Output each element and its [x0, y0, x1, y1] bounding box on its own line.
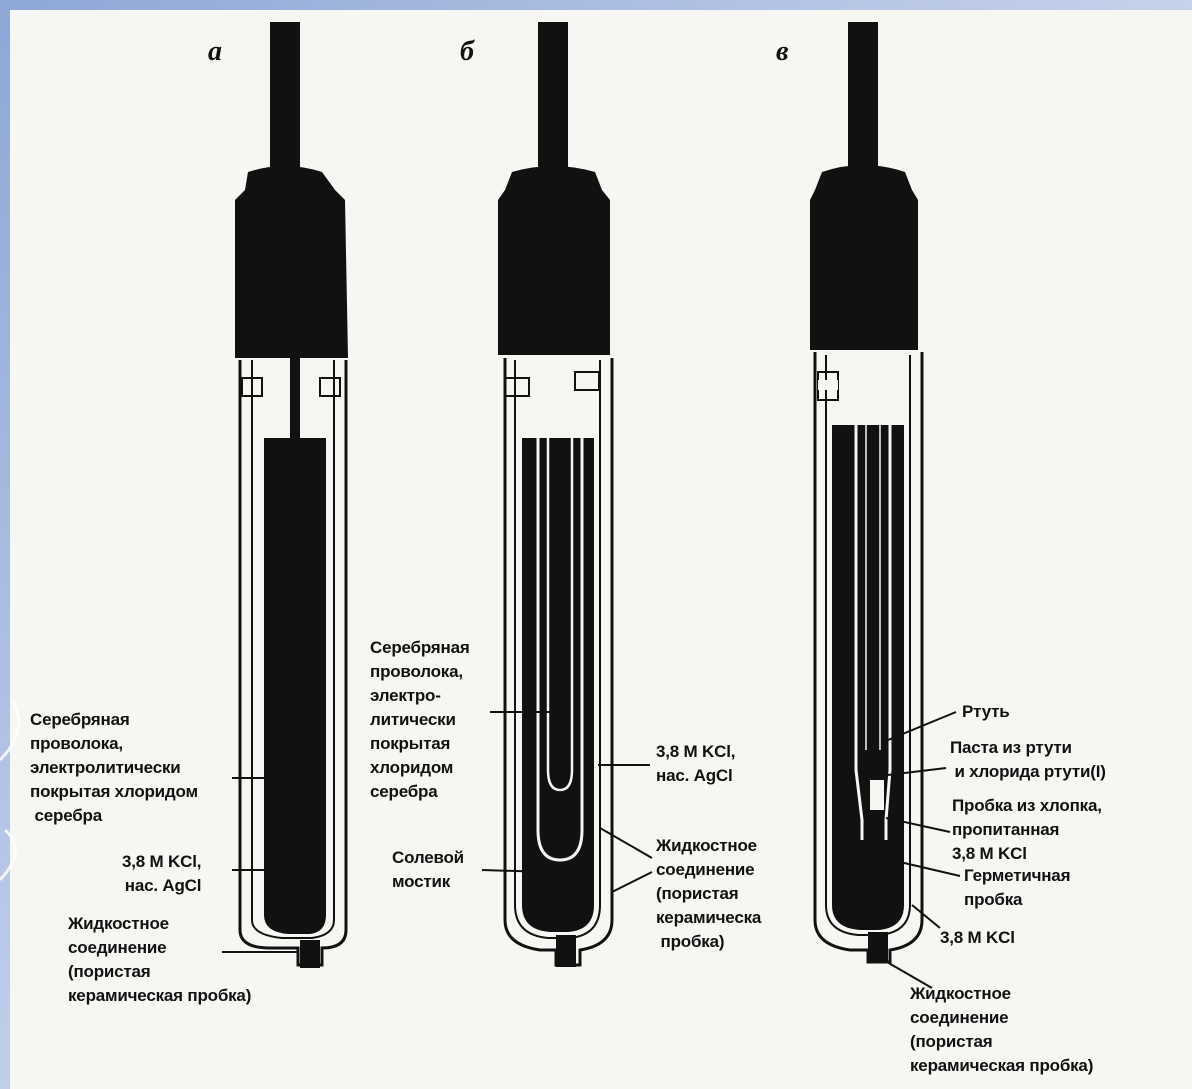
electrode-b	[498, 22, 612, 967]
label-b-electrolyte: 3,8 M KCl, нас. AgCl	[656, 740, 735, 788]
label-b-silver-wire: Серебряная проволока, электро- литически…	[370, 636, 470, 804]
label-c-electrolyte: 3,8 M KCl	[940, 926, 1015, 950]
label-b-junction: Жидкостное соединение (пористая керамиче…	[656, 834, 761, 954]
label-c-junction: Жидкостное соединение (пористая керамиче…	[910, 982, 1093, 1078]
label-a-junction: Жидкостное соединение (пористая керамиче…	[68, 912, 251, 1008]
label-c-mercury: Ртуть	[962, 700, 1010, 724]
label-c-paste: Паста из ртути и хлорида ртути(I)	[950, 736, 1106, 784]
electrode-c	[810, 22, 922, 962]
label-a-silver-wire: Серебряная проволока, электролитически п…	[30, 708, 198, 828]
electrode-a	[235, 22, 348, 968]
label-c-cotton-plug: Пробка из хлопка, пропитанная 3,8 M KCl	[952, 794, 1102, 866]
label-b-salt-bridge: Солевой мостик	[392, 846, 464, 894]
label-c-seal: Герметичная пробка	[964, 864, 1070, 912]
panel-letter-b: б	[460, 36, 474, 68]
panel-letter-c: в	[776, 36, 789, 68]
label-a-electrolyte: 3,8 M KCl, нас. AgCl	[122, 850, 201, 898]
panel-letter-a: а	[208, 36, 222, 68]
